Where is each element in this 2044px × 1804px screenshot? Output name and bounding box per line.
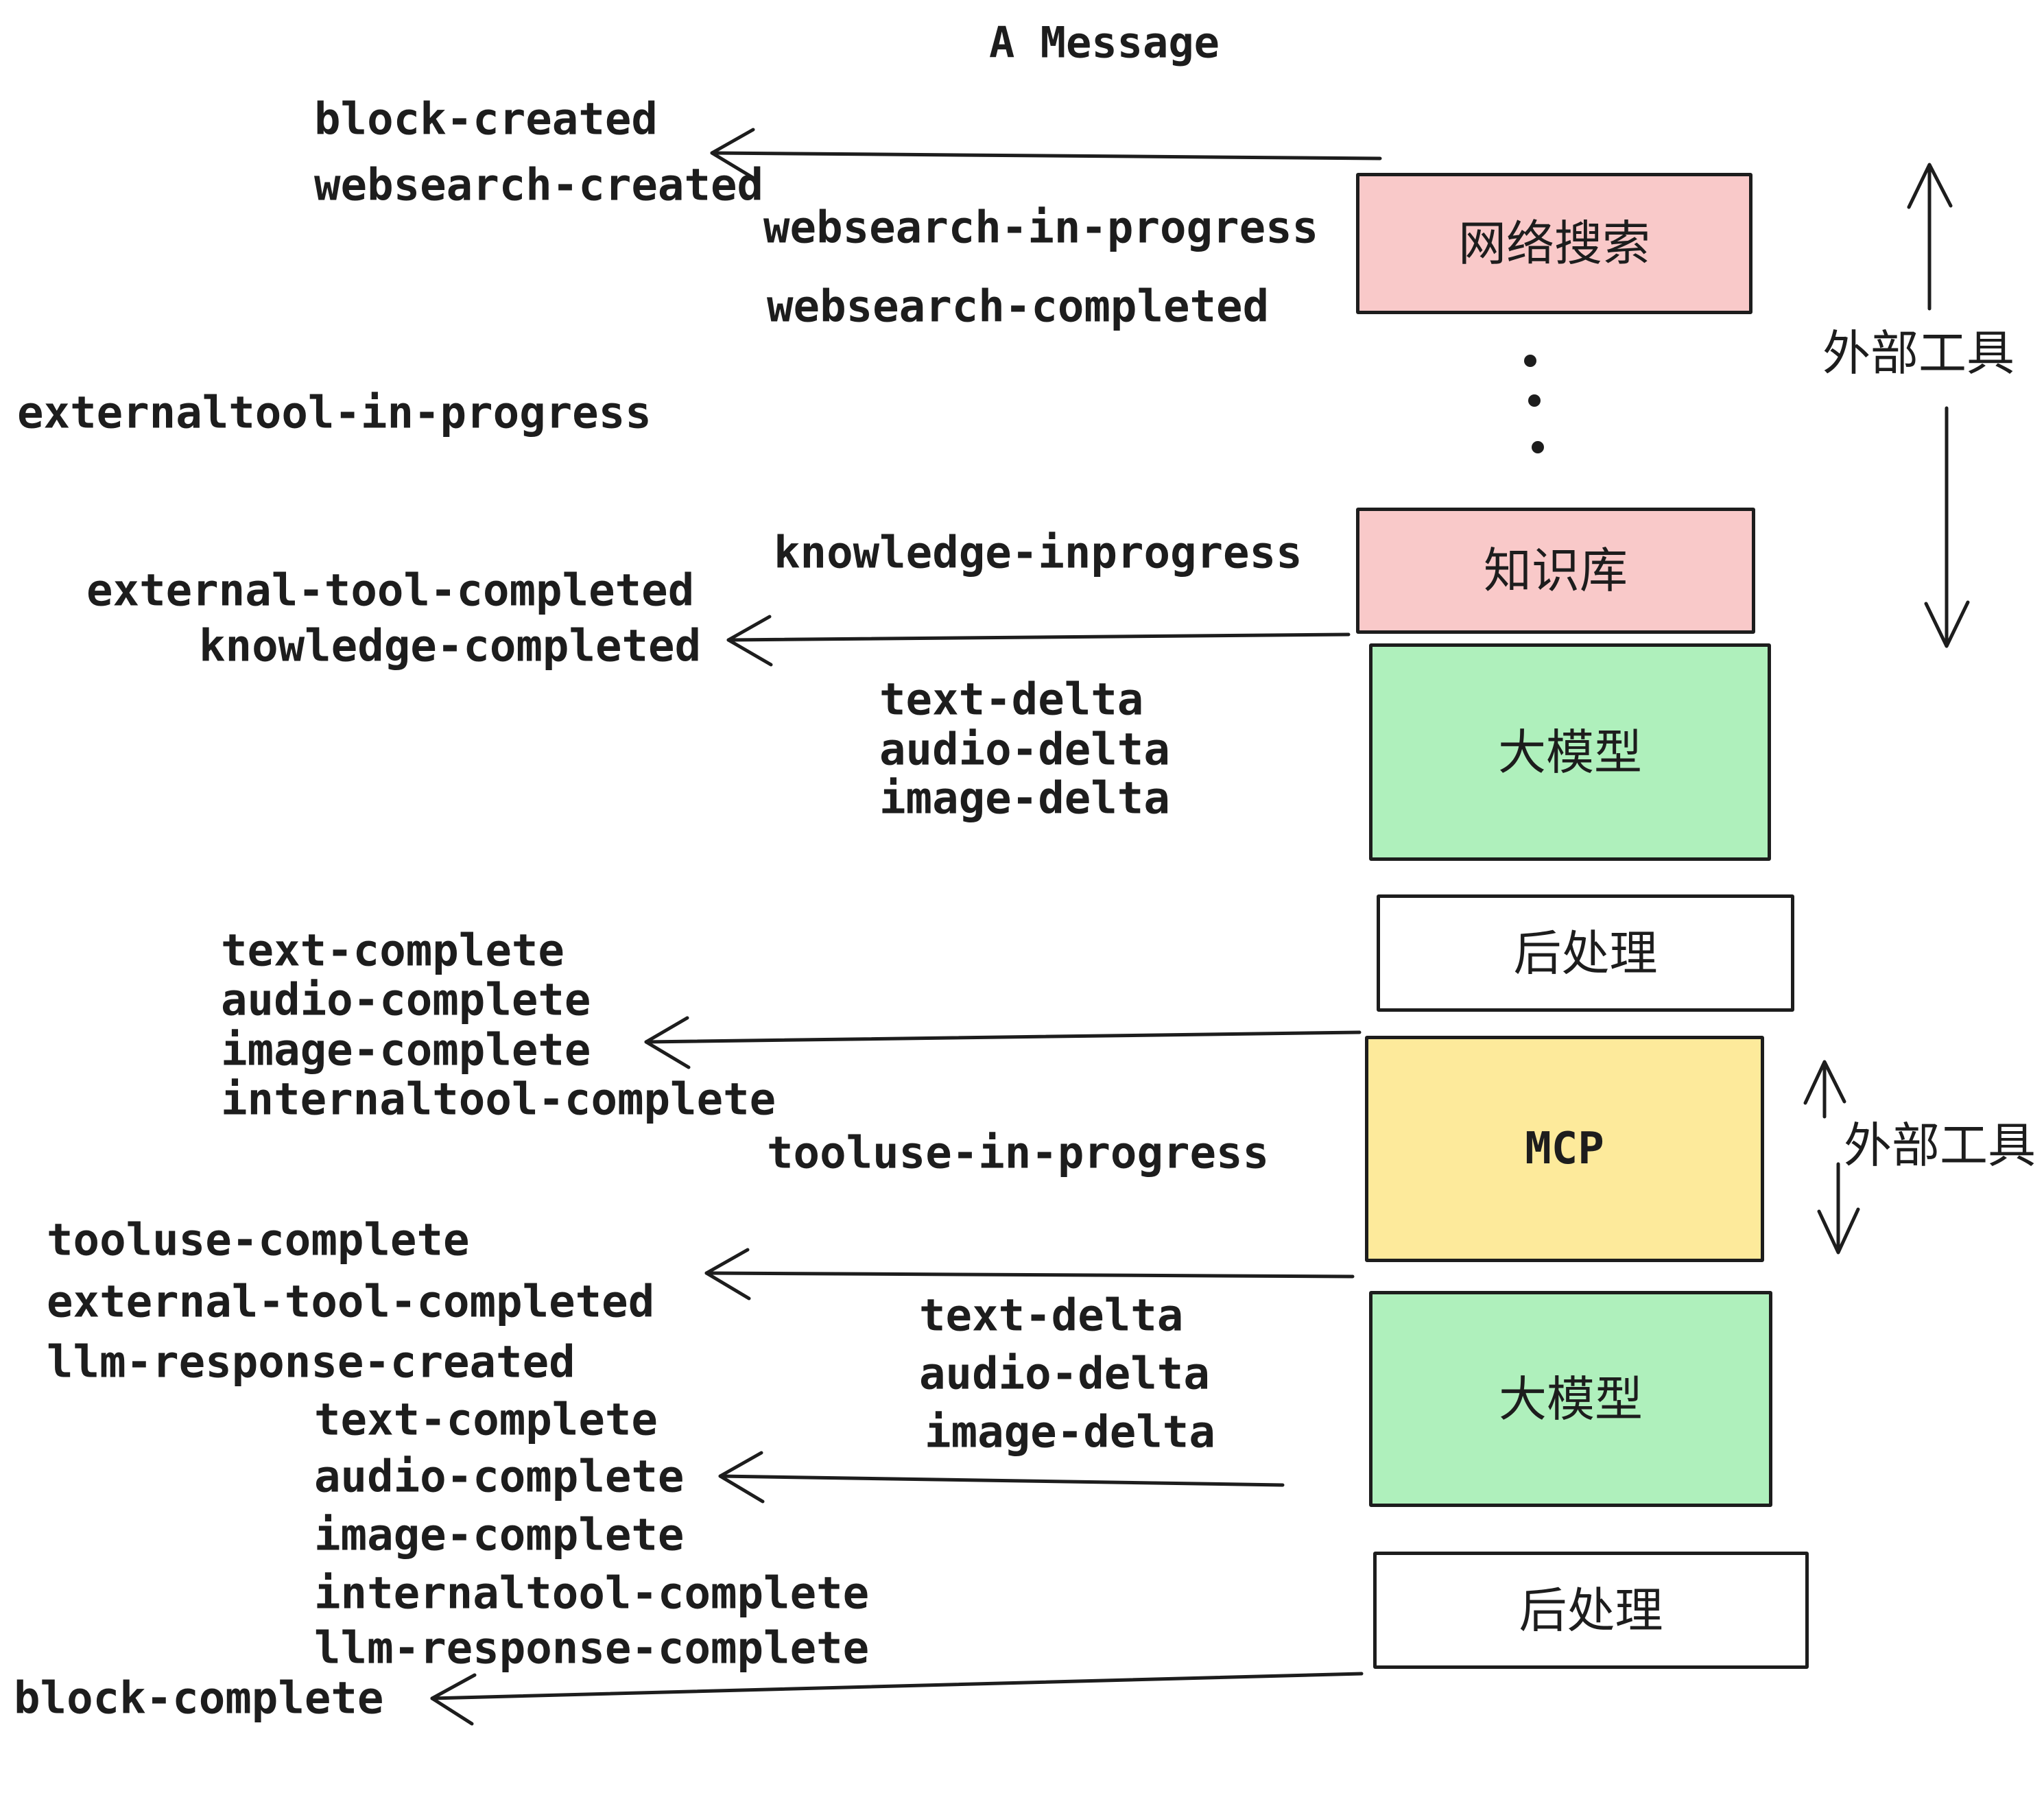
box-knowledge-label: 知识库 xyxy=(1484,543,1628,599)
event-internaltool-complete-1: internaltool-complete xyxy=(221,1074,776,1126)
event-image-complete-2: image-complete xyxy=(314,1510,685,1561)
event-image-delta-1: image-delta xyxy=(879,773,1170,824)
event-audio-complete-2: audio-complete xyxy=(314,1451,685,1503)
box-mcp-label: MCP xyxy=(1525,1124,1604,1174)
event-external-tool-completed-2: external-tool-completed xyxy=(47,1277,655,1328)
event-llm-response-created: llm-response-created xyxy=(47,1337,575,1388)
external-tools-label-mid: 外部工具 xyxy=(1844,1117,2036,1174)
arrow-block-created xyxy=(710,128,1382,181)
box-mcp: MCP xyxy=(1365,1036,1764,1262)
event-audio-delta-2: audio-delta xyxy=(919,1349,1210,1400)
arrow-tooluse-complete xyxy=(704,1248,1355,1301)
box-llm-2: 大模型 xyxy=(1369,1291,1772,1507)
event-audio-delta-1: audio-delta xyxy=(879,724,1170,776)
arrow-knowledge-completed xyxy=(726,615,1351,667)
external-tools-down-arrow-top xyxy=(1924,406,1970,648)
event-internaltool-complete-2: internaltool-complete xyxy=(314,1568,870,1619)
event-audio-complete-1: audio-complete xyxy=(221,975,591,1026)
box-websearch-label: 网络搜索 xyxy=(1458,215,1650,272)
event-image-complete-1: image-complete xyxy=(221,1025,591,1076)
event-websearch-completed: websearch-completed xyxy=(767,281,1270,333)
box-postprocess-2-label: 后处理 xyxy=(1519,1582,1663,1639)
box-postprocess-2: 后处理 xyxy=(1373,1552,1809,1669)
external-tools-up-arrow-top xyxy=(1907,163,1953,311)
box-postprocess-1: 后处理 xyxy=(1377,894,1794,1012)
box-postprocess-1-label: 后处理 xyxy=(1513,925,1658,982)
event-block-created: block-created xyxy=(314,94,658,145)
external-tools-label-top: 外部工具 xyxy=(1822,325,2015,381)
event-external-tool-completed-1: external-tool-completed xyxy=(86,565,695,617)
event-block-complete: block-complete xyxy=(14,1673,384,1724)
event-text-complete-1: text-complete xyxy=(221,925,565,977)
external-tools-up-arrow-mid xyxy=(1803,1060,1846,1119)
event-text-complete-2: text-complete xyxy=(314,1394,658,1446)
event-knowledge-inprogress: knowledge-inprogress xyxy=(774,527,1303,579)
ellipsis-dots xyxy=(1524,355,1544,453)
event-websearch-in-progress: websearch-in-progress xyxy=(763,202,1319,254)
arrow-internal-complete xyxy=(644,1016,1362,1069)
event-text-delta-2: text-delta xyxy=(919,1290,1184,1342)
arrow-llm-complete xyxy=(718,1451,1285,1504)
box-llm-1: 大模型 xyxy=(1369,643,1771,861)
arrow-block-complete xyxy=(430,1672,1364,1726)
box-knowledge: 知识库 xyxy=(1356,508,1755,634)
event-tooluse-complete: tooluse-complete xyxy=(47,1215,470,1266)
event-externaltool-in-progress: externaltool-in-progress xyxy=(17,388,652,439)
event-tooluse-in-progress: tooluse-in-progress xyxy=(767,1128,1270,1179)
event-llm-response-complete: llm-response-complete xyxy=(314,1623,870,1674)
box-llm-2-label: 大模型 xyxy=(1499,1370,1643,1427)
event-image-delta-2: image-delta xyxy=(925,1407,1215,1458)
event-websearch-created: websearch-created xyxy=(314,160,764,211)
page-title: A Message xyxy=(989,17,1220,68)
box-llm-1-label: 大模型 xyxy=(1498,724,1642,781)
external-tools-down-arrow-mid xyxy=(1817,1162,1860,1255)
event-text-delta-1: text-delta xyxy=(879,674,1144,726)
event-knowledge-completed: knowledge-completed xyxy=(199,621,702,672)
box-websearch: 网络搜索 xyxy=(1356,173,1752,314)
